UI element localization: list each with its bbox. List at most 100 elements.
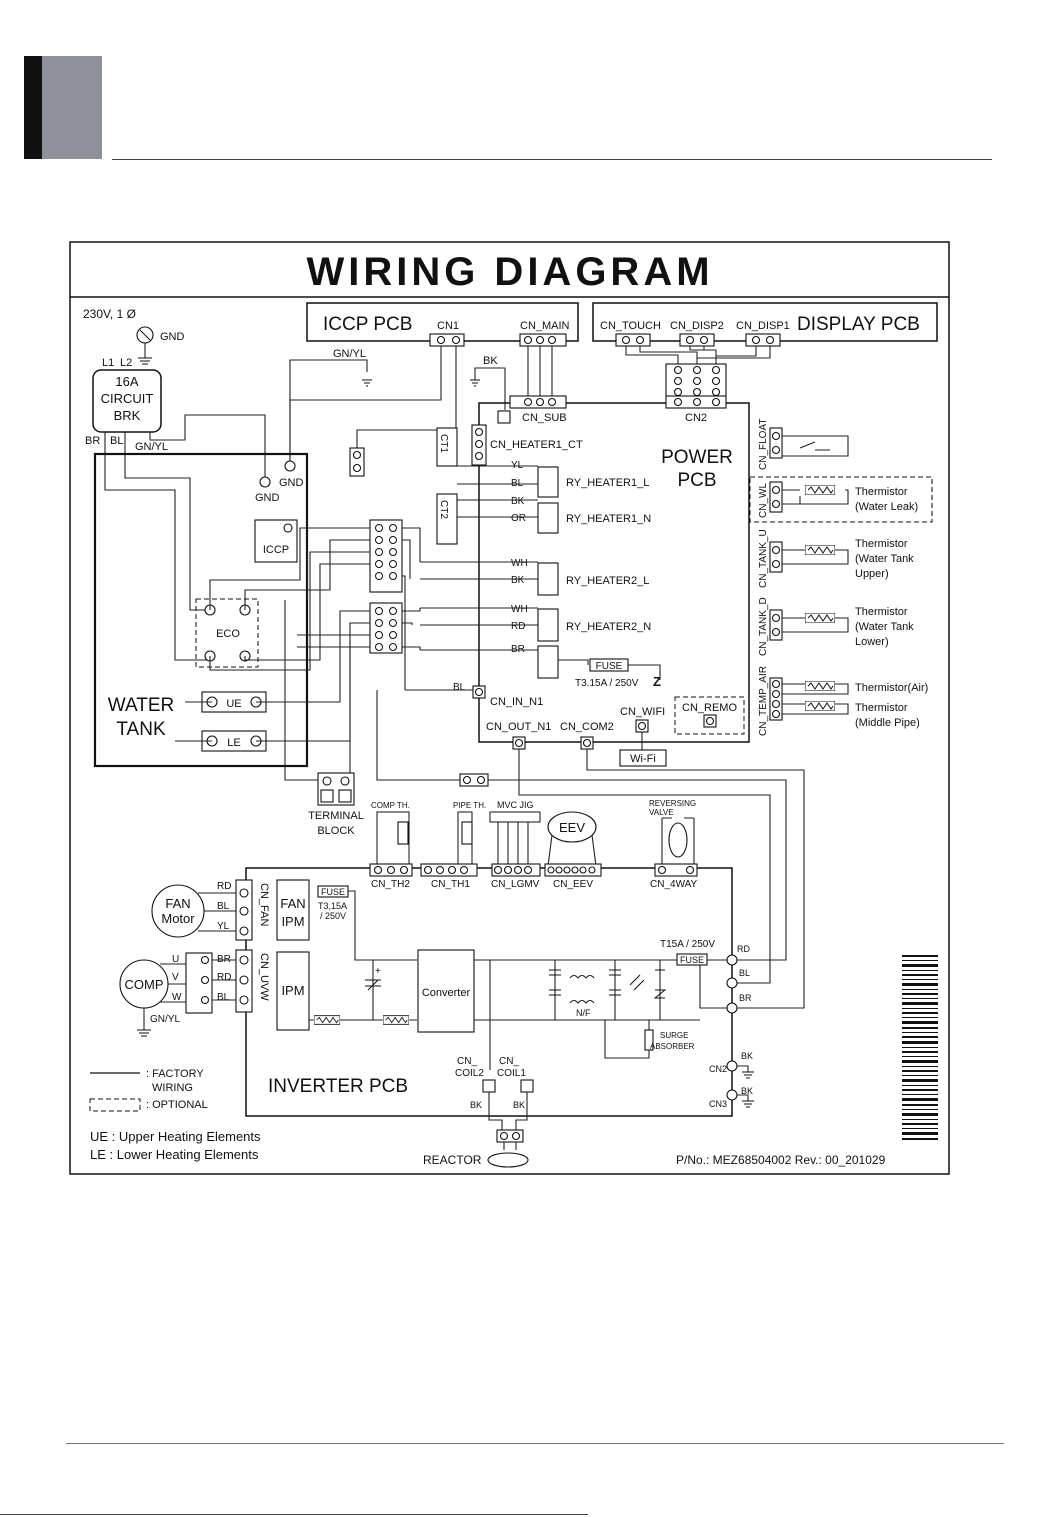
cn-temp-air-label: CN_TEMP_AIR — [758, 666, 769, 736]
gnd-label-2: GND — [279, 477, 304, 489]
power-fuse — [589, 658, 629, 672]
capacitor-icon — [365, 979, 381, 991]
pipe-thermistor — [461, 821, 473, 845]
cn-tank-d-label: CN_TANK_D — [758, 597, 769, 656]
thermistor-air: Thermistor(Air) — [855, 682, 928, 694]
thermistor-tank-d-2: (Water Tank — [855, 621, 914, 633]
surge-label-1: SURGE — [660, 1031, 688, 1040]
water-tank-line2: TANK — [116, 719, 166, 740]
wire-wh: WH — [511, 558, 528, 569]
l1-label: L1 — [102, 357, 114, 369]
legend-ue: UE : Upper Heating Elements — [90, 1129, 261, 1144]
fan-ipm-line1: FAN — [280, 896, 305, 911]
water-tank-line1: WATER — [108, 695, 175, 716]
cn-com2-label: CN_COM2 — [560, 721, 614, 733]
wire-bk2: BK — [511, 575, 525, 586]
eev-label: EEV — [559, 820, 585, 835]
eco-label: ECO — [216, 628, 240, 640]
fan-yl-label: YL — [217, 921, 230, 932]
comp-th-label: COMP TH. — [371, 801, 410, 810]
fan-bl-label: BL — [217, 901, 230, 912]
ground-icon — [138, 357, 152, 365]
iccp-pcb-title: ICCP PCB — [323, 314, 412, 335]
legend-optional: : OPTIONAL — [146, 1099, 208, 1111]
cn-wl-label: CN_WL — [758, 483, 769, 518]
cn-tank-u-label: CN_TANK_U — [758, 529, 769, 588]
ct2 — [436, 493, 458, 545]
out-rd-label: RD — [737, 944, 750, 954]
footer-line — [0, 1514, 588, 1515]
display-pcb-title: DISPLAY PCB — [797, 314, 920, 335]
wire-rd: RD — [511, 621, 525, 632]
power-cn2-label: CN2 — [685, 412, 707, 424]
cn-4way-label: CN_4WAY — [650, 879, 698, 890]
cn-sub-label: CN_SUB — [522, 412, 567, 424]
uvw-bl-label: BL — [217, 992, 230, 1003]
circuit-breaker — [92, 369, 162, 433]
varistor-icon — [629, 969, 667, 999]
fan-ipm-line2: IPM — [281, 914, 304, 929]
reversing-label: REVERSING — [649, 799, 696, 808]
cn-coil1-label-b: COIL1 — [497, 1068, 526, 1079]
ry-heater1-n-label: RY_HEATER1_N — [566, 513, 651, 525]
cn-4way-connector — [654, 863, 698, 877]
iccp-cn-main-label: CN_MAIN — [520, 320, 570, 332]
header-rule — [112, 159, 992, 160]
supply-voltage: 230V, 1 Ø — [83, 307, 136, 321]
cn-out-n1-label: CN_OUT_N1 — [486, 721, 551, 733]
cn-disp1-label: CN_DISP1 — [736, 320, 790, 332]
legend-optional-box — [89, 1098, 141, 1112]
comp-gnyl-label: GN/YL — [150, 1014, 180, 1025]
wire-bk: BK — [511, 496, 525, 507]
cn-heater1-ct-label: CN_HEATER1_CT — [490, 439, 583, 451]
ct1-label: CT1 — [438, 434, 449, 453]
converter-label: Converter — [422, 987, 471, 999]
power-pcb-title2: PCB — [677, 470, 716, 491]
cn-coil1-connector — [520, 1079, 534, 1093]
cn-in-n1-label: CN_IN_N1 — [490, 696, 543, 708]
comp-u-label: U — [172, 954, 179, 965]
fan-motor-line1: FAN — [165, 896, 190, 911]
coil-bk2-label: BK — [513, 1100, 525, 1110]
cn-touch-label: CN_TOUCH — [600, 320, 661, 332]
relay-heater1-l — [537, 466, 559, 498]
fan-ipm — [276, 879, 310, 941]
iccp-cn1-label: CN1 — [437, 320, 459, 332]
ct1 — [436, 427, 458, 467]
ground-icon — [362, 379, 372, 387]
noise-filter-coil-icon — [569, 974, 595, 1004]
iccp-label: ICCP — [263, 544, 289, 556]
inverter-cn3-label: CN3 — [709, 1099, 727, 1109]
thermistor-tank-d-3: Lower) — [855, 636, 889, 648]
cn-coil2-connector — [482, 1079, 496, 1093]
inverter-terminal-rd — [726, 954, 738, 966]
mvc-jig-label: MVC JIG — [497, 800, 534, 810]
uvw-rd-label: RD — [217, 972, 231, 983]
cn-temp-air-connector — [769, 677, 783, 721]
l2-label: L2 — [120, 357, 132, 369]
wifi-label: Wi-Fi — [630, 753, 656, 765]
reactor — [487, 1152, 529, 1168]
cn-wifi-label: CN_WIFI — [620, 706, 665, 718]
gnd-label-1: GND — [255, 492, 280, 504]
thermistor-tank-u-1: Thermistor — [855, 538, 908, 550]
footer-rule — [66, 1443, 1004, 1444]
thermistor-pipe-2: (Middle Pipe) — [855, 717, 920, 729]
wire-or: OR — [511, 513, 526, 524]
out-bl-label: BL — [739, 968, 750, 978]
section-tab-grey — [42, 56, 102, 159]
le-label: LE — [227, 737, 240, 749]
diagram-frame — [69, 241, 950, 1175]
capacitor-plus-icon: + — [375, 966, 381, 977]
compressor-label: COMP — [125, 977, 164, 992]
cn-uvw-label: CN_UVW — [258, 953, 270, 1001]
ipm-label: IPM — [281, 983, 304, 998]
ry-heater2-l-label: RY_HEATER2_L — [566, 575, 649, 587]
cn-th2-label: CN_TH2 — [371, 879, 410, 890]
thermistor-wl-1: Thermistor — [855, 486, 908, 498]
gnyl-top-label: GN/YL — [333, 348, 366, 360]
gnd-label-top: GND — [160, 331, 185, 343]
power-pcb — [478, 402, 750, 743]
breaker-line1: 16A — [115, 374, 138, 389]
